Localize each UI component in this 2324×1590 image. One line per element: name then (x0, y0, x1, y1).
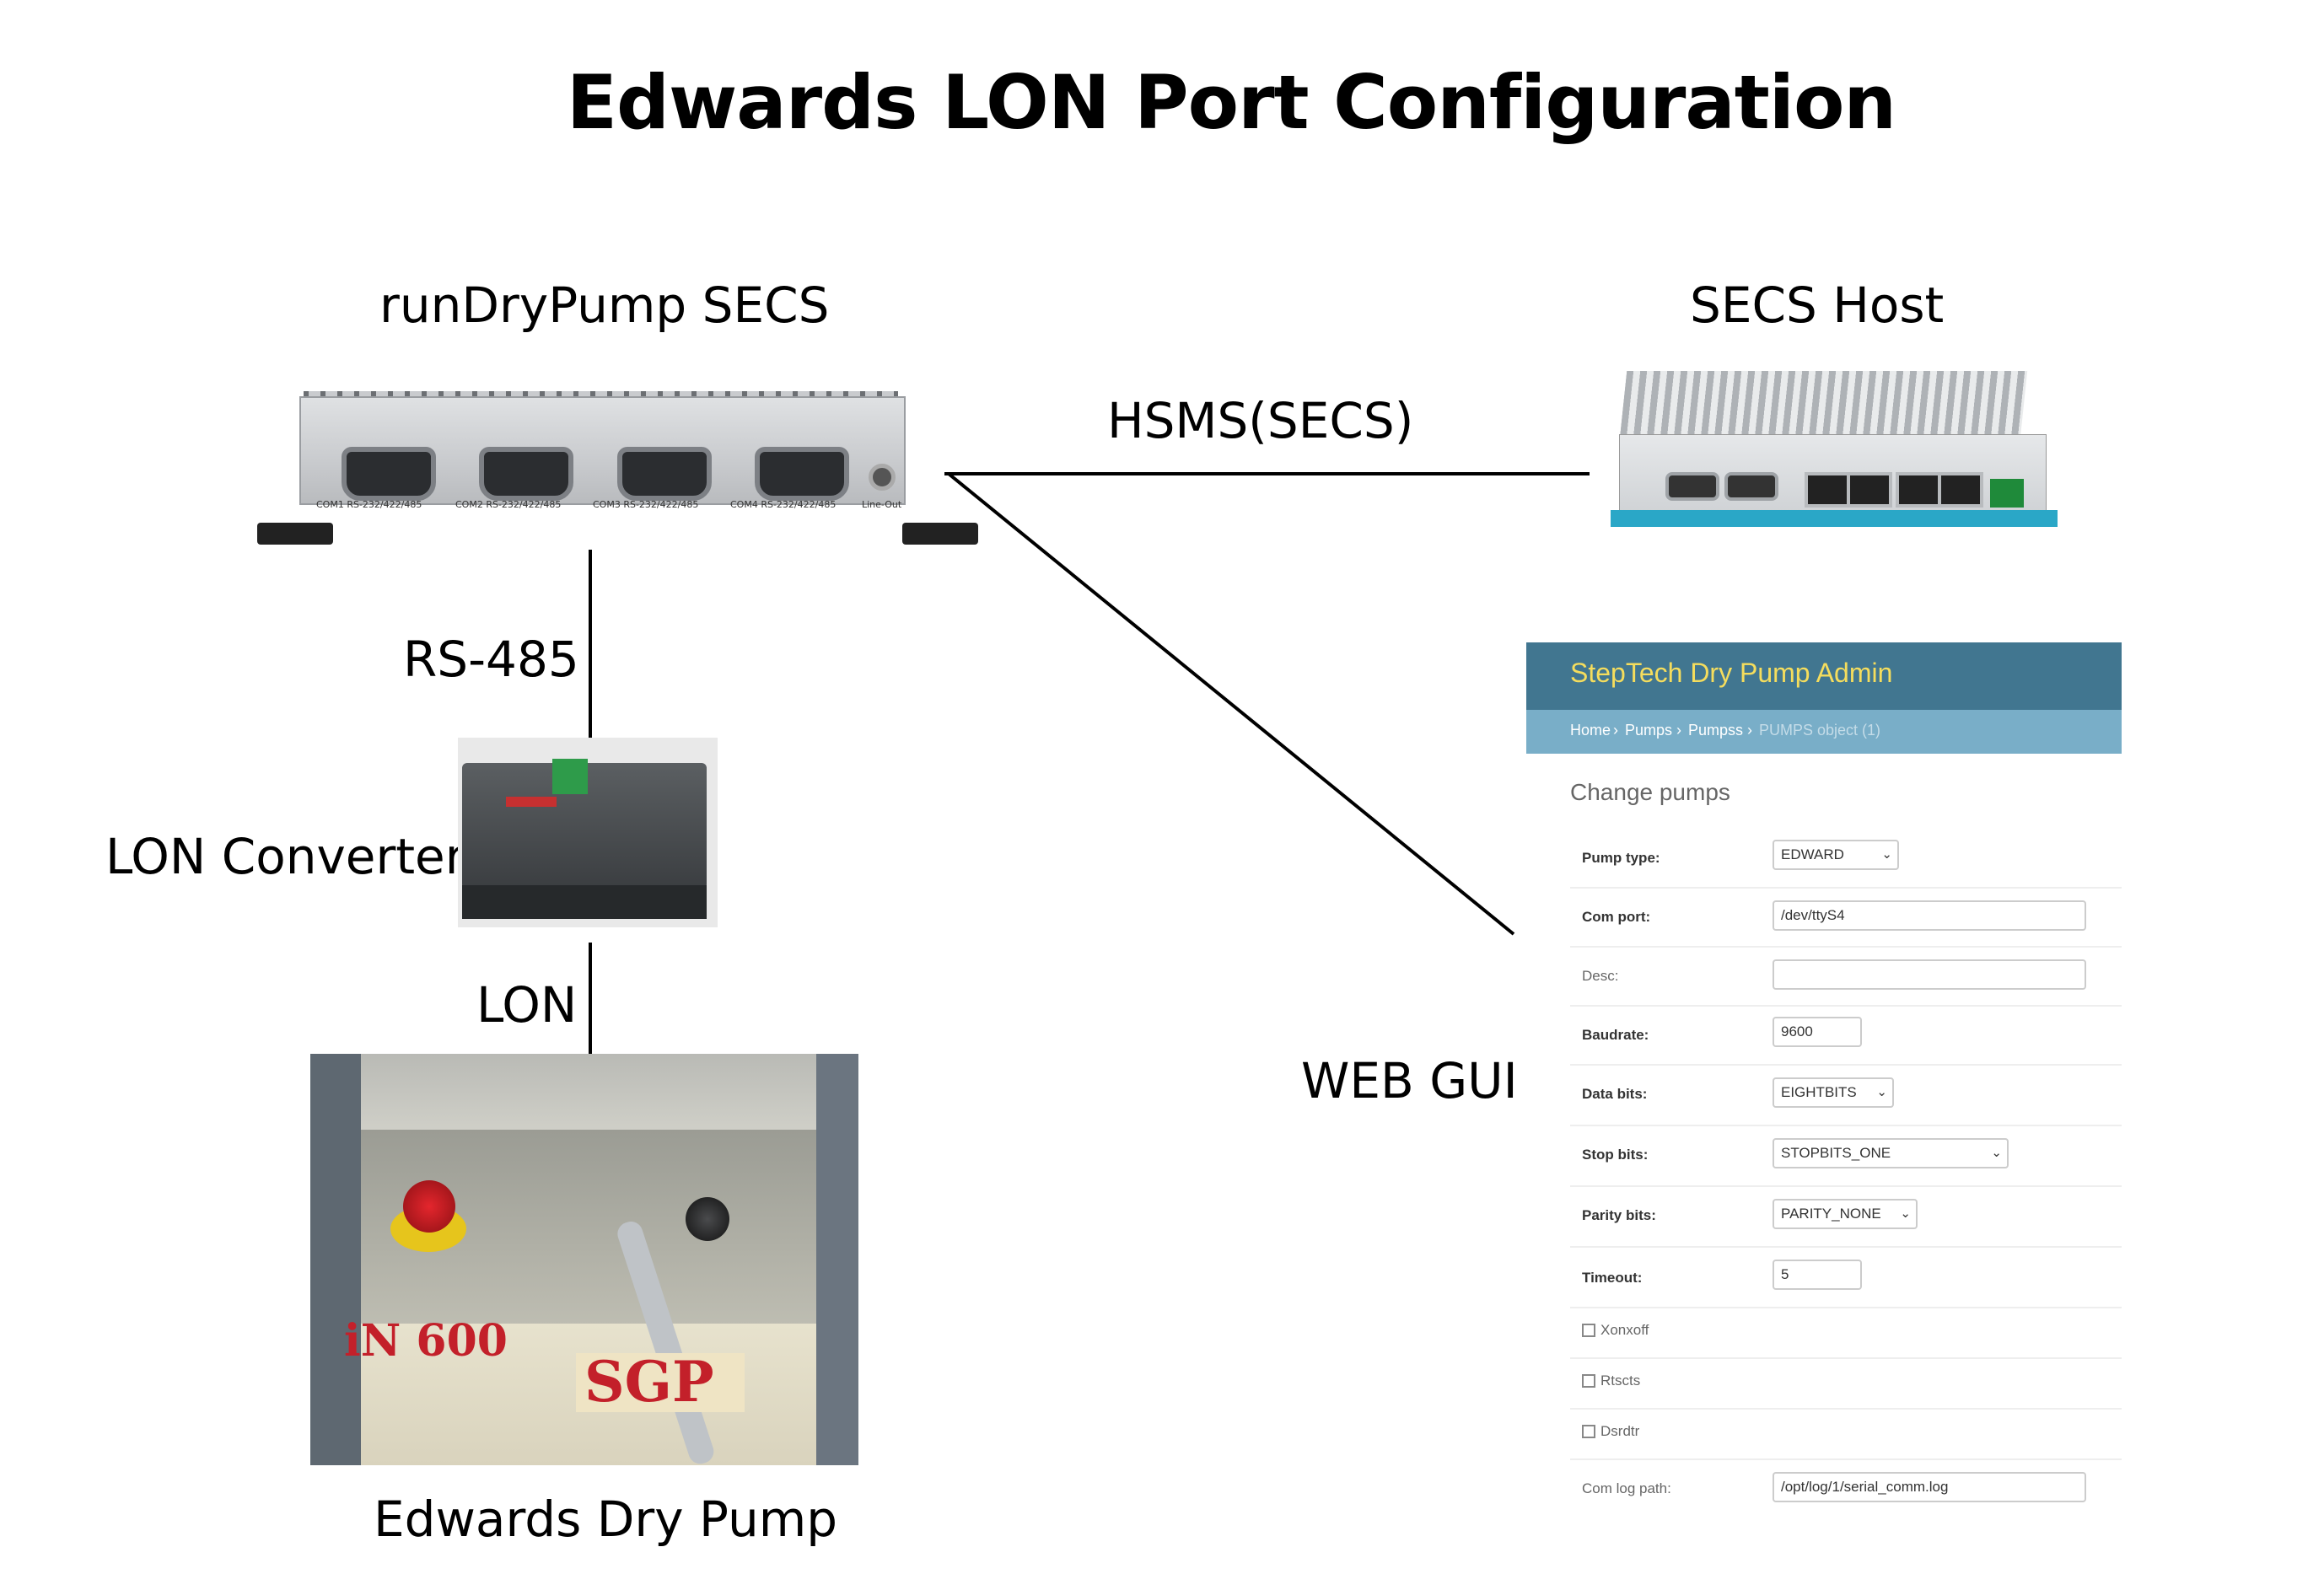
web-gui-label: WEB GUI (1301, 1052, 1518, 1109)
rtscts-checkbox[interactable] (1582, 1374, 1595, 1388)
com-log-path-label: Com log path: (1582, 1480, 1671, 1496)
device-foot-left (257, 523, 333, 545)
form-row-rtscts: Rtscts (1570, 1357, 2122, 1410)
desc-label: Desc: (1582, 968, 1619, 984)
stop-bits-label: Stop bits: (1582, 1147, 1649, 1163)
form-row-com-log-path: Com log path: /opt/log/1/serial_comm.log (1570, 1458, 2122, 1519)
emergency-stop-icon (403, 1180, 455, 1233)
host-ethernet-port-icon (1938, 472, 1983, 508)
device-foot-right (902, 523, 978, 545)
xonxoff-label: Xonxoff (1600, 1322, 1649, 1338)
com3-port-icon (617, 447, 712, 501)
chevron-down-icon: ⌄ (1876, 1085, 1887, 1099)
breadcrumb-separator: › (1613, 722, 1618, 739)
secs-host-label: SECS Host (1690, 277, 1945, 334)
dsrdtr-checkbox[interactable] (1582, 1425, 1595, 1438)
rtscts-label: Rtscts (1600, 1372, 1641, 1389)
timeout-input[interactable]: 5 (1773, 1260, 1862, 1290)
parity-bits-select[interactable]: PARITY_NONE ⌄ (1773, 1199, 1918, 1229)
form-row-xonxoff: Xonxoff (1570, 1307, 2122, 1359)
breadcrumb-home[interactable]: Home (1570, 722, 1611, 739)
converter-terminal-block-icon (552, 759, 588, 794)
chevron-down-icon: ⌄ (1991, 1146, 2002, 1160)
com2-port-label: COM2 RS-232/422/485 (455, 499, 562, 510)
control-knob-icon (686, 1197, 729, 1241)
pump-type-selected-value: EDWARD (1781, 846, 1844, 862)
com-log-path-input[interactable]: /opt/log/1/serial_comm.log (1773, 1472, 2086, 1502)
lon-converter-label: LON Converter (105, 828, 465, 885)
admin-header (1526, 642, 2122, 710)
baudrate-label: Baudrate: (1582, 1027, 1649, 1043)
diagram-title: Edwards LON Port Configuration (566, 59, 1896, 146)
host-base-stripe (1611, 510, 2058, 527)
stop-bits-select[interactable]: STOPBITS_ONE ⌄ (1773, 1138, 2009, 1168)
pump-type-label: Pump type: (1582, 850, 1660, 866)
host-serial-port-icon (1665, 472, 1719, 501)
com1-port-icon (342, 447, 436, 501)
form-row-parity-bits: Parity bits: PARITY_NONE ⌄ (1570, 1185, 2122, 1248)
rs485-link-label: RS-485 (403, 631, 579, 688)
form-row-desc: Desc: (1570, 946, 2122, 1007)
host-ethernet-port-icon (1847, 472, 1892, 508)
converter-side (462, 885, 707, 919)
form-row-timeout: Timeout: 5 (1570, 1246, 2122, 1308)
parity-bits-selected-value: PARITY_NONE (1781, 1206, 1881, 1222)
pump-brand-marking: SGP (584, 1349, 714, 1415)
form-row-baudrate: Baudrate: 9600 (1570, 1005, 2122, 1066)
pump-side-frame (816, 1054, 858, 1465)
timeout-label: Timeout: (1582, 1270, 1643, 1286)
web-gui-link-line (947, 472, 1515, 936)
edwards-pump-image: iN 600 SGP (310, 1054, 858, 1465)
data-bits-label: Data bits: (1582, 1086, 1648, 1102)
admin-site-title[interactable]: StepTech Dry Pump Admin (1570, 658, 1893, 688)
parity-bits-label: Parity bits: (1582, 1207, 1656, 1223)
page-heading: Change pumps (1570, 779, 1730, 805)
breadcrumb-pumpss[interactable]: Pumpss (1688, 722, 1744, 739)
com1-port-label: COM1 RS-232/422/485 (316, 499, 422, 510)
host-heatsink (1619, 371, 2028, 438)
com4-port-label: COM4 RS-232/422/485 (730, 499, 837, 510)
desc-input[interactable] (1773, 959, 2086, 990)
breadcrumb-pumps[interactable]: Pumps (1625, 722, 1673, 739)
line-out-label: Line-Out (862, 499, 902, 510)
chevron-down-icon: ⌄ (1881, 847, 1892, 862)
host-serial-port-icon (1724, 472, 1778, 501)
com-port-input[interactable]: /dev/ttyS4 (1773, 900, 2086, 931)
form-row-dsrdtr: Dsrdtr (1570, 1408, 2122, 1460)
breadcrumb-separator: › (1747, 722, 1752, 739)
xonxoff-checkbox[interactable] (1582, 1324, 1595, 1337)
line-out-jack-icon (869, 464, 896, 491)
host-power-terminal-icon (1990, 479, 2024, 508)
host-ethernet-port-icon (1805, 472, 1850, 508)
pump-brand-plate (576, 1353, 745, 1412)
com4-port-icon (755, 447, 849, 501)
com2-port-icon (479, 447, 573, 501)
form-row-stop-bits: Stop bits: STOPBITS_ONE ⌄ (1570, 1125, 2122, 1187)
pump-model-marking: iN 600 (344, 1315, 508, 1367)
secs-device-label: runDryPump SECS (379, 277, 830, 334)
breadcrumb-separator: › (1676, 722, 1681, 739)
baudrate-input[interactable]: 9600 (1773, 1017, 1862, 1047)
web-gui-screenshot: StepTech Dry Pump Admin Home › Pumps › P… (1526, 642, 2122, 1528)
pump-side-frame (310, 1054, 361, 1465)
breadcrumb: Home › Pumps › Pumpss › PUMPS object (1) (1526, 710, 2122, 754)
form-row-data-bits: Data bits: EIGHTBITS ⌄ (1570, 1064, 2122, 1126)
form-row-com-port: Com port: /dev/ttyS4 (1570, 887, 2122, 948)
edwards-pump-label: Edwards Dry Pump (374, 1491, 838, 1548)
lon-link-label: LON (476, 976, 578, 1034)
host-ethernet-port-icon (1896, 472, 1941, 508)
com3-port-label: COM3 RS-232/422/485 (593, 499, 699, 510)
hsms-link-label: HSMS(SECS) (1107, 392, 1414, 449)
com-port-label: Com port: (1582, 909, 1651, 925)
data-bits-select[interactable]: EIGHTBITS ⌄ (1773, 1077, 1894, 1108)
dsrdtr-label: Dsrdtr (1600, 1423, 1640, 1439)
stop-bits-selected-value: STOPBITS_ONE (1781, 1145, 1891, 1161)
chevron-down-icon: ⌄ (1900, 1206, 1911, 1221)
form-row-pump-type: Pump type: EDWARD ⌄ (1570, 828, 2122, 889)
data-bits-selected-value: EIGHTBITS (1781, 1084, 1857, 1100)
pump-type-select[interactable]: EDWARD ⌄ (1773, 840, 1899, 870)
converter-dip-switch-icon (506, 797, 557, 807)
breadcrumb-current: PUMPS object (1) (1759, 722, 1881, 739)
